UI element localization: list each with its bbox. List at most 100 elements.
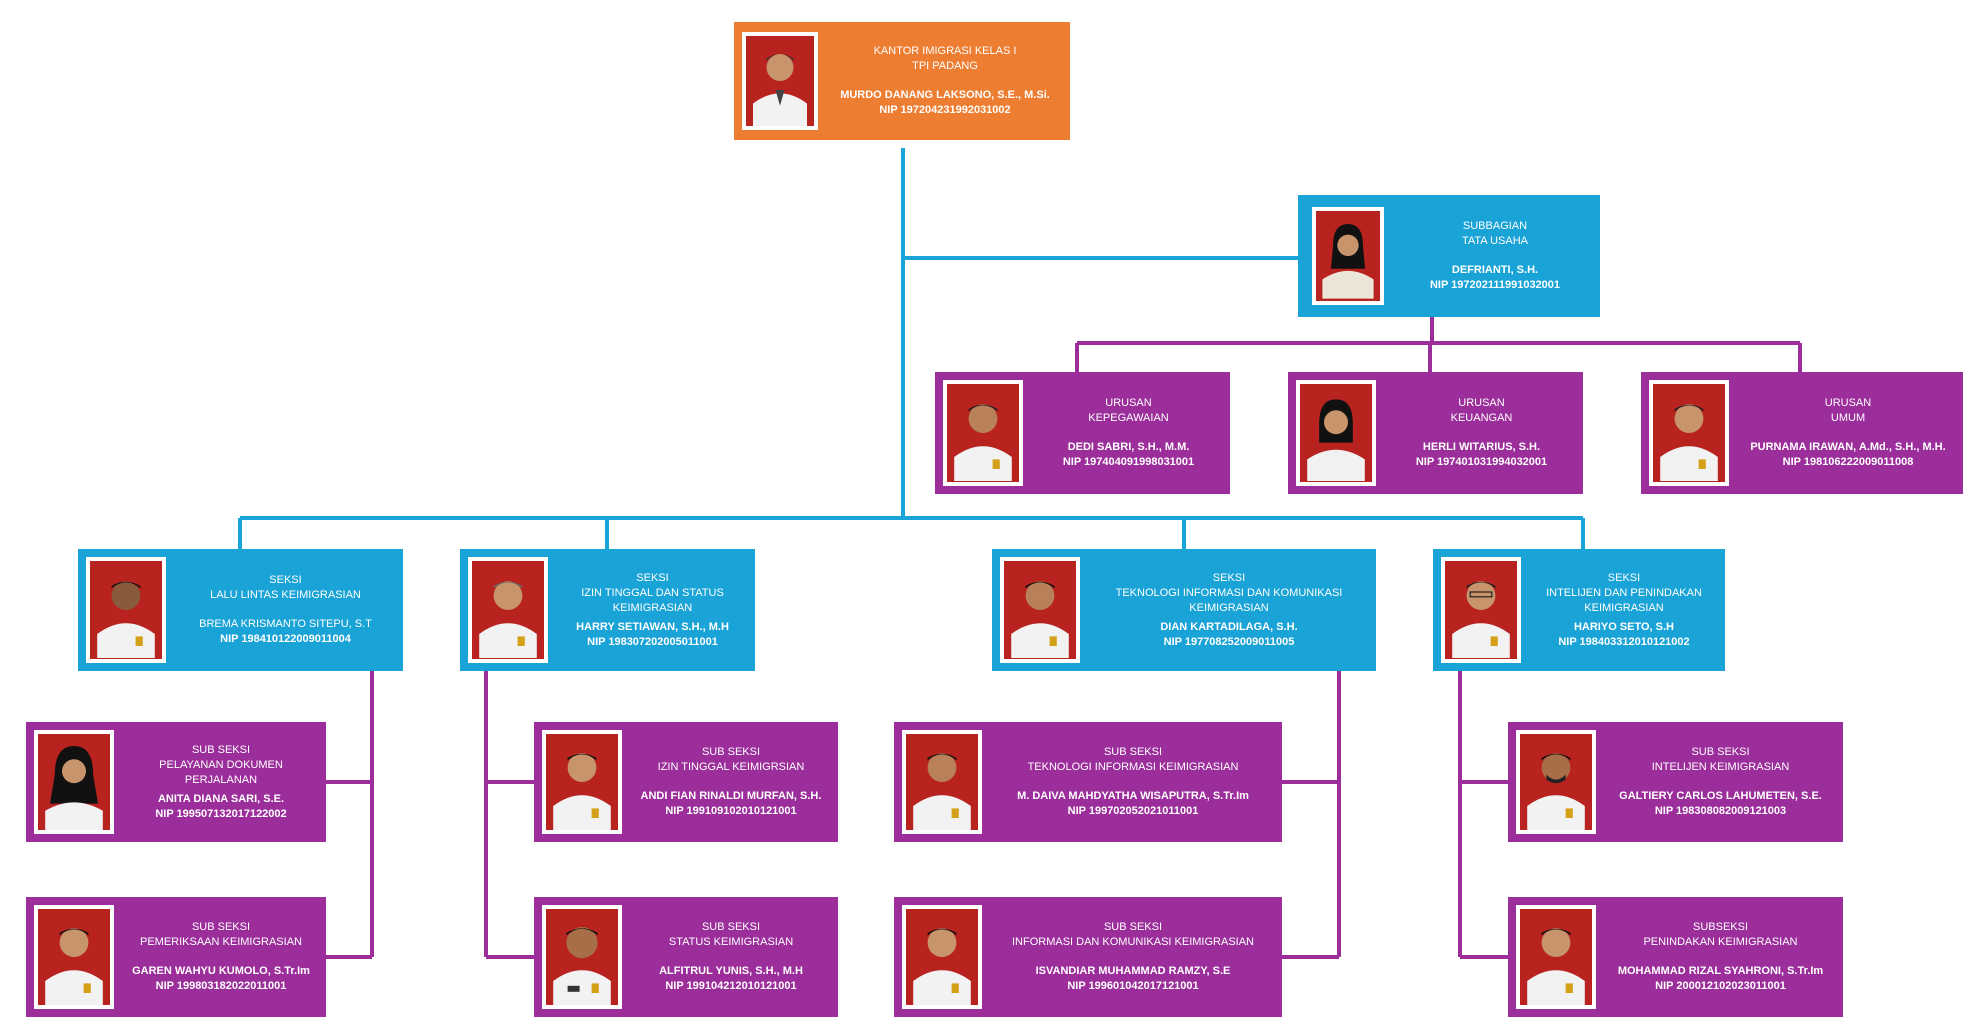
subseksi-text: SUB SEKSI INTELIJEN KEIMIGRASIAN GALTIER… bbox=[1602, 722, 1839, 842]
unit-title: SUB SEKSI bbox=[701, 746, 761, 758]
seksi-inteldak-card: SEKSI INTELIJEN DAN PENINDAKAN KEIMIGRAS… bbox=[1433, 549, 1725, 671]
official-nip: NIP 197401031994032001 bbox=[1415, 456, 1548, 468]
unit-title: SEKSI bbox=[1212, 571, 1246, 584]
official-nip: NIP 198403312010121002 bbox=[1558, 635, 1690, 648]
official-nip: NIP 199507132017122002 bbox=[155, 807, 287, 820]
head-photo bbox=[742, 32, 818, 130]
person-photo-icon bbox=[1004, 562, 1076, 658]
subseksi-photo bbox=[542, 905, 622, 1009]
person-photo-icon bbox=[1300, 385, 1372, 481]
official-nip: NIP 200012102023011001 bbox=[1655, 980, 1786, 992]
seksi-text: SEKSI INTELIJEN DAN PENINDAKAN KEIMIGRAS… bbox=[1527, 549, 1721, 671]
subseksi-text: SUB SEKSI PELAYANAN DOKUMEN PERJALANAN A… bbox=[120, 722, 322, 842]
seksi-izin-tinggal-card: SEKSI IZIN TINGGAL DAN STATUS KEIMIGRASI… bbox=[460, 549, 755, 671]
urusan-text: URUSAN UMUM PURNAMA IRAWAN, A.Md., S.H.,… bbox=[1735, 372, 1961, 494]
official-nip: NIP 197708252009011005 bbox=[1163, 635, 1295, 648]
official-nip: NIP 199601042017121001 bbox=[1067, 980, 1199, 992]
official-name: GALTIERY CARLOS LAHUMETEN, S.E. bbox=[1619, 790, 1822, 802]
official-name: MOHAMMAD RIZAL SYAHRONI, S.Tr.Im bbox=[1617, 965, 1824, 977]
person-photo-icon bbox=[1316, 213, 1380, 299]
official-name: ISVANDIAR MUHAMMAD RAMZY, S.E bbox=[1035, 965, 1231, 977]
unit-subtitle: TATA USAHA bbox=[1461, 235, 1528, 247]
subseksi-photo bbox=[902, 730, 982, 834]
seksi-text: SEKSI IZIN TINGGAL DAN STATUS KEIMIGRASI… bbox=[554, 549, 751, 671]
official-name: DEFRIANTI, S.H. bbox=[1451, 264, 1539, 276]
subseksi-photo bbox=[34, 730, 114, 834]
official-nip: NIP 198410122009011004 bbox=[220, 633, 351, 645]
seksi-photo bbox=[468, 557, 548, 663]
official-name: GAREN WAHYU KUMOLO, S.Tr.Im bbox=[132, 965, 310, 977]
subseksi-infokom-card: SUB SEKSI INFORMASI DAN KOMUNIKASI KEIMI… bbox=[894, 897, 1282, 1017]
connector-inteldak bbox=[1458, 671, 1508, 959]
unit-title: SEKSI bbox=[1607, 571, 1641, 584]
subseksi-photo bbox=[1516, 730, 1596, 834]
official-nip: NIP 197204231992031002 bbox=[879, 104, 1011, 116]
subseksi-photo bbox=[34, 905, 114, 1009]
urusan-keuangan-card: URUSAN KEUANGAN HERLI WITARIUS, S.H. NIP… bbox=[1288, 372, 1583, 494]
subseksi-photo bbox=[542, 730, 622, 834]
urusan-kepegawaian-card: URUSAN KEPEGAWAIAN DEDI SABRI, S.H., M.M… bbox=[935, 372, 1230, 494]
person-photo-icon bbox=[906, 734, 978, 830]
official-nip: NIP 199702052021011001 bbox=[1067, 805, 1199, 817]
official-nip: NIP 199109102010121001 bbox=[665, 805, 797, 817]
person-photo-icon bbox=[906, 909, 978, 1005]
unit-title: SEKSI bbox=[269, 574, 302, 586]
tata-usaha-text: SUBBAGIAN TATA USAHA DEFRIANTI, S.H. NIP… bbox=[1394, 195, 1596, 317]
official-name: ALFITRUL YUNIS, S.H., M.H bbox=[659, 965, 803, 977]
person-photo-icon bbox=[746, 36, 814, 126]
official-name: ANDI FIAN RINALDI MURFAN, S.H. bbox=[640, 790, 822, 802]
official-name: DIAN KARTADILAGA, S.H. bbox=[1160, 620, 1298, 633]
connector-lalulintas bbox=[326, 671, 374, 959]
unit-subtitle: KEUANGAN bbox=[1450, 412, 1513, 424]
connector-tikim bbox=[1282, 671, 1341, 959]
official-name: HERLI WITARIUS, S.H. bbox=[1422, 441, 1541, 453]
person-photo-icon bbox=[546, 909, 618, 1005]
seksi-lalu-lintas-card: SEKSI LALU LINTAS KEIMIGRASIAN BREMA KRI… bbox=[78, 549, 403, 671]
urusan-umum-card: URUSAN UMUM PURNAMA IRAWAN, A.Md., S.H.,… bbox=[1641, 372, 1963, 494]
urusan-photo bbox=[1649, 380, 1729, 486]
subseksi-pemeriksaan-card: SUB SEKSI PEMERIKSAAN KEIMIGRASIAN GAREN… bbox=[26, 897, 326, 1017]
urusan-text: URUSAN KEPEGAWAIAN DEDI SABRI, S.H., M.M… bbox=[1029, 372, 1228, 494]
unit-subtitle: LALU LINTAS KEIMIGRASIAN bbox=[210, 589, 361, 601]
official-name: M. DAIVA MAHDYATHA WISAPUTRA, S.Tr.Im bbox=[1017, 790, 1249, 802]
urusan-photo bbox=[943, 380, 1023, 486]
subseksi-photo bbox=[902, 905, 982, 1009]
person-photo-icon bbox=[1653, 385, 1725, 481]
unit-subtitle: UMUM bbox=[1830, 412, 1866, 424]
subseksi-penindakan-card: SUBSEKSI PENINDAKAN KEIMIGRASIAN MOHAMMA… bbox=[1508, 897, 1843, 1017]
official-nip: NIP 197404091998031001 bbox=[1062, 456, 1195, 468]
head-card: KANTOR IMIGRASI KELAS I TPI PADANG MURDO… bbox=[734, 22, 1070, 140]
person-photo-icon bbox=[38, 909, 110, 1005]
unit-subtitle: IZIN TINGGAL KEIMIGRSIAN bbox=[657, 761, 805, 773]
person-photo-icon bbox=[947, 385, 1019, 481]
unit-subtitle: KEPEGAWAIAN bbox=[1088, 412, 1169, 424]
seksi-photo bbox=[1441, 557, 1521, 663]
official-nip: NIP 197202111991032001 bbox=[1429, 279, 1561, 291]
seksi-photo bbox=[86, 557, 166, 663]
person-photo-icon bbox=[1520, 734, 1592, 830]
unit-subtitle: INFORMASI DAN KOMUNIKASI KEIMIGRASIAN bbox=[1011, 936, 1255, 948]
tata-usaha-card: SUBBAGIAN TATA USAHA DEFRIANTI, S.H. NIP… bbox=[1298, 195, 1600, 317]
seksi-text: SEKSI TEKNOLOGI INFORMASI DAN KOMUNIKASI… bbox=[1086, 549, 1372, 671]
subseksi-text: SUB SEKSI STATUS KEIMIGRASIAN ALFITRUL Y… bbox=[628, 897, 834, 1017]
official-name: PURNAMA IRAWAN, A.Md., S.H., M.H. bbox=[1750, 441, 1946, 453]
unit-subtitle: PENINDAKAN KEIMIGRASIAN bbox=[1643, 936, 1798, 948]
subseksi-text: SUB SEKSI PEMERIKSAAN KEIMIGRASIAN GAREN… bbox=[120, 897, 322, 1017]
subseksi-status-card: SUB SEKSI STATUS KEIMIGRASIAN ALFITRUL Y… bbox=[534, 897, 838, 1017]
subseksi-izin-tinggal-card: SUB SEKSI IZIN TINGGAL KEIMIGRSIAN ANDI … bbox=[534, 722, 838, 842]
urusan-photo bbox=[1296, 380, 1376, 486]
unit-title: SUB SEKSI bbox=[1103, 921, 1163, 933]
seksi-text: SEKSI LALU LINTAS KEIMIGRASIAN BREMA KRI… bbox=[172, 549, 399, 671]
subseksi-text: SUB SEKSI IZIN TINGGAL KEIMIGRSIAN ANDI … bbox=[628, 722, 834, 842]
person-photo-icon bbox=[90, 562, 162, 658]
connector-izintinggal bbox=[484, 671, 534, 959]
official-nip: NIP 198307202005011001 bbox=[587, 635, 718, 648]
unit-title: SEKSI bbox=[636, 571, 669, 584]
unit-title: SUB SEKSI bbox=[1691, 746, 1750, 758]
official-name: HARRY SETIAWAN, S.H., M.H bbox=[576, 620, 729, 633]
person-photo-icon bbox=[1445, 562, 1517, 658]
tata-usaha-photo bbox=[1312, 207, 1384, 305]
unit-subtitle: TEKNOLOGI INFORMASI KEIMIGRASIAN bbox=[1027, 761, 1239, 773]
official-name: ANITA DIANA SARI, S.E. bbox=[157, 792, 285, 805]
